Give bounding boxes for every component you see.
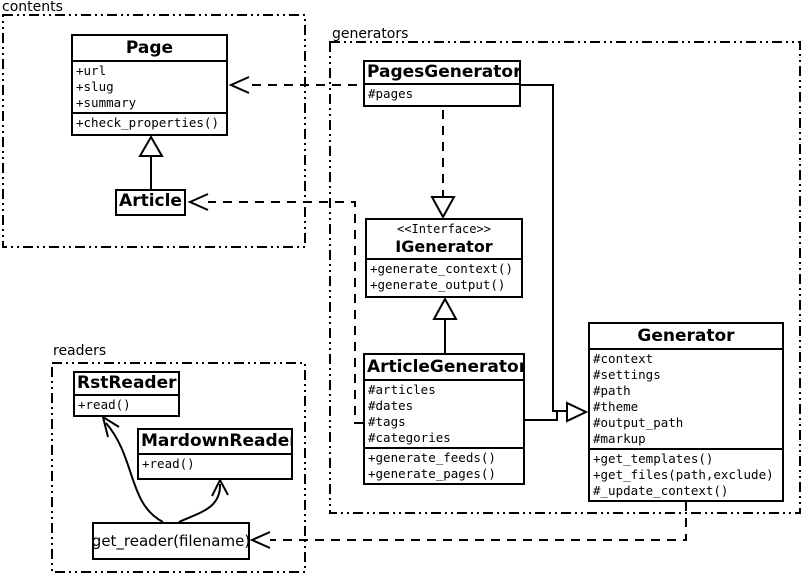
attribute-row: #dates bbox=[368, 398, 414, 413]
package-border-generators bbox=[329, 41, 801, 514]
arrow-getreader-to-mardownreader bbox=[178, 477, 229, 523]
attribute-row: #markup bbox=[593, 431, 646, 446]
attribute-row: #theme bbox=[593, 399, 639, 414]
class-page: Page +url +slug +summary +check_properti… bbox=[71, 34, 228, 136]
attribute-row: #context bbox=[593, 351, 654, 366]
attribute-row: +summary bbox=[76, 95, 137, 110]
class-article: Article bbox=[115, 189, 186, 216]
dependency-pagesgenerator-to-page bbox=[228, 76, 363, 94]
class-articlegenerator-attributes: #articles #dates #tags #categories bbox=[365, 381, 523, 447]
class-pagesgenerator-attributes: #pages bbox=[365, 85, 519, 103]
class-generator: Generator #context #settings #path #them… bbox=[588, 322, 784, 502]
attribute-row: #settings bbox=[593, 367, 661, 382]
attribute-row: #categories bbox=[368, 430, 451, 445]
inheritance-article-to-page bbox=[138, 135, 164, 189]
method-row: +check_properties() bbox=[76, 115, 219, 130]
class-generator-methods: +get_templates() +get_files(path,exclude… bbox=[590, 448, 782, 500]
class-rstreader-title: RstReader bbox=[75, 373, 178, 396]
class-mardownreader: MardownReader +read() bbox=[137, 428, 293, 480]
get-reader-label: get_reader(filename) bbox=[91, 532, 251, 550]
class-generator-attributes: #context #settings #path #theme #output_… bbox=[590, 350, 782, 448]
package-label-contents: contents bbox=[2, 0, 63, 15]
class-articlegenerator-methods: +generate_feeds() +generate_pages() bbox=[365, 447, 523, 483]
class-mardownreader-methods: +read() bbox=[139, 455, 291, 473]
class-articlegenerator-title: ArticleGenerator bbox=[365, 355, 523, 381]
class-rstreader: RstReader +read() bbox=[73, 371, 180, 417]
realization-pagesgenerator-to-igenerator bbox=[430, 110, 456, 220]
attribute-row: #tags bbox=[368, 414, 406, 429]
class-pagesgenerator-title: PagesGenerator bbox=[365, 62, 519, 85]
attribute-row: #path bbox=[593, 383, 631, 398]
inheritance-articlegenerator-to-igenerator bbox=[432, 296, 458, 353]
attribute-row: #output_path bbox=[593, 415, 684, 430]
get-reader-box: get_reader(filename) bbox=[92, 522, 250, 560]
method-row: +read() bbox=[142, 456, 195, 471]
attribute-row: #articles bbox=[368, 382, 436, 397]
class-articlegenerator: ArticleGenerator #articles #dates #tags … bbox=[363, 353, 525, 485]
class-mardownreader-title: MardownReader bbox=[139, 430, 291, 455]
class-pagesgenerator: PagesGenerator #pages bbox=[363, 60, 521, 107]
class-page-attributes: +url +slug +summary bbox=[73, 62, 226, 112]
package-label-generators: generators bbox=[332, 26, 409, 42]
package-label-readers: readers bbox=[53, 343, 107, 359]
class-generator-title: Generator bbox=[590, 324, 782, 350]
method-row: +generate_feeds() bbox=[368, 450, 496, 465]
attribute-row: +slug bbox=[76, 79, 114, 94]
method-row: +generate_pages() bbox=[368, 466, 496, 481]
class-page-methods: +check_properties() bbox=[73, 112, 226, 132]
class-igenerator-stereotype: <<Interface>> bbox=[397, 222, 491, 236]
class-igenerator: <<Interface>> IGenerator +generate_conte… bbox=[365, 218, 523, 298]
attribute-row: +url bbox=[76, 63, 107, 78]
class-rstreader-methods: +read() bbox=[75, 396, 178, 414]
method-row: +generate_output() bbox=[370, 277, 506, 292]
class-article-title: Article bbox=[119, 191, 182, 211]
method-row: #_update_context() bbox=[593, 483, 729, 498]
method-row: +read() bbox=[78, 397, 131, 412]
method-row: +get_templates() bbox=[593, 451, 714, 466]
inheritance-generators-to-generator bbox=[521, 84, 589, 423]
method-row: +generate_context() bbox=[370, 261, 513, 276]
class-igenerator-methods: +generate_context() +generate_output() bbox=[367, 260, 521, 294]
package-border-contents bbox=[2, 14, 306, 248]
class-igenerator-header: <<Interface>> IGenerator bbox=[367, 220, 521, 260]
arrow-getreader-to-rstreader bbox=[101, 414, 164, 523]
dependency-generator-to-getreader bbox=[249, 502, 687, 549]
class-page-title: Page bbox=[73, 36, 226, 62]
attribute-row: #pages bbox=[368, 86, 414, 101]
class-igenerator-title: IGenerator bbox=[395, 237, 493, 256]
dependency-articlegenerator-to-article bbox=[187, 193, 363, 424]
method-row: +get_files(path,exclude) bbox=[593, 467, 774, 482]
